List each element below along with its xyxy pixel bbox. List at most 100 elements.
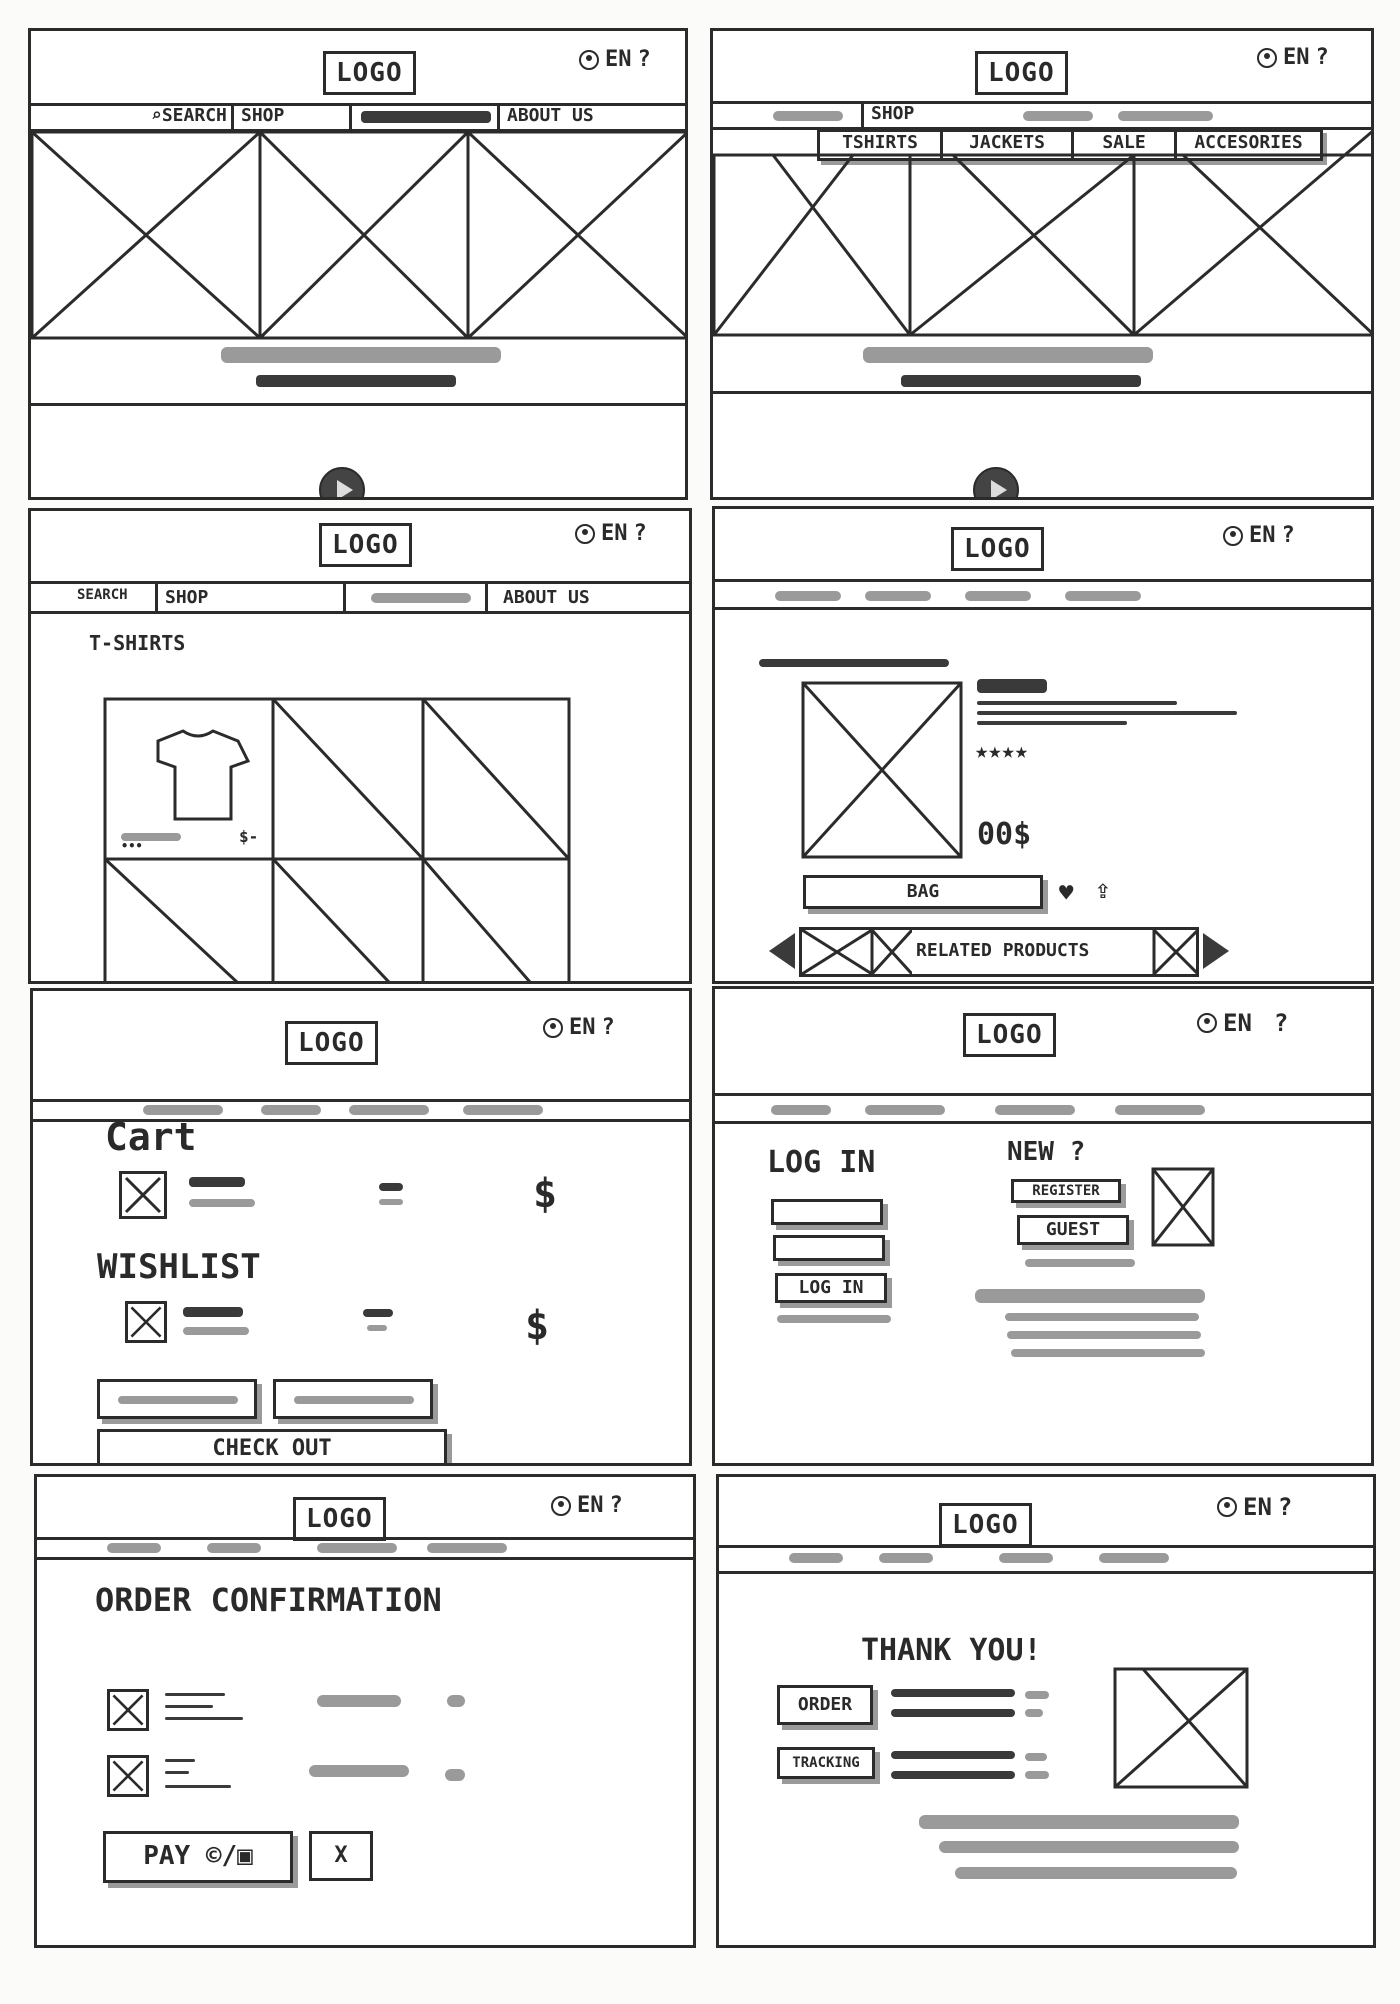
login-button[interactable]: LOG IN <box>775 1273 887 1303</box>
help-link[interactable]: ? <box>637 47 651 72</box>
user-icon[interactable] <box>1223 525 1243 546</box>
logo[interactable]: LOGO <box>319 523 412 567</box>
nav-item-placeholder[interactable] <box>1115 1105 1205 1115</box>
user-icon[interactable] <box>1217 1497 1237 1517</box>
nav-item-placeholder[interactable] <box>261 1105 321 1115</box>
user-icon[interactable] <box>575 523 595 544</box>
submenu-accesories[interactable]: ACCESORIES <box>1194 132 1303 153</box>
register-button[interactable]: REGISTER <box>1011 1179 1121 1203</box>
language-switch[interactable]: EN <box>1249 523 1276 548</box>
user-icon[interactable] <box>579 49 599 70</box>
nav-scribbled-item[interactable] <box>361 111 491 123</box>
language-switch[interactable]: EN <box>1223 1009 1252 1037</box>
help-link[interactable]: ? <box>1273 1009 1289 1037</box>
nav-item-placeholder[interactable] <box>371 593 471 603</box>
nav-item-placeholder[interactable] <box>107 1543 161 1553</box>
nav-item-placeholder[interactable] <box>865 591 931 601</box>
logo[interactable]: LOGO <box>975 51 1068 95</box>
nav-about-us[interactable]: ABOUT US <box>503 587 590 608</box>
cart-action-button[interactable] <box>97 1379 257 1419</box>
carousel-next-button[interactable] <box>1203 933 1229 969</box>
play-button[interactable] <box>973 467 1019 497</box>
language-switch[interactable]: EN <box>605 47 632 72</box>
help-link[interactable]: ? <box>633 521 647 546</box>
logo[interactable]: LOGO <box>285 1021 378 1065</box>
help-link[interactable]: ? <box>1315 45 1329 70</box>
wireframe-product-detail: LOGO EN ? ★★★★ 00$ BAG ♥ ⇪ RELATED PRODU… <box>712 506 1374 984</box>
user-icon[interactable] <box>1197 1013 1217 1033</box>
nav-shop[interactable]: SHOP <box>241 105 285 126</box>
nav-item-placeholder[interactable] <box>349 1105 429 1115</box>
help-link[interactable]: ? <box>609 1493 623 1518</box>
user-icon[interactable] <box>543 1017 563 1038</box>
cart-action-button[interactable] <box>273 1379 433 1419</box>
nav-item-placeholder[interactable] <box>771 1105 831 1115</box>
nav-item-placeholder[interactable] <box>1065 591 1141 601</box>
nav-item-placeholder[interactable] <box>1118 111 1213 121</box>
summary-text-placeholder <box>939 1841 1239 1853</box>
language-switch[interactable]: EN <box>1283 45 1310 70</box>
help-link[interactable]: ? <box>601 1015 615 1040</box>
tracking-button[interactable]: TRACKING <box>777 1747 875 1779</box>
nav-about-us[interactable]: ABOUT US <box>507 105 594 126</box>
nav-item-placeholder[interactable] <box>865 1105 945 1115</box>
nav-item-placeholder[interactable] <box>965 591 1031 601</box>
checkout-button[interactable]: CHECK OUT <box>97 1429 447 1463</box>
heart-icon[interactable]: ♥ <box>1059 879 1074 907</box>
pay-button[interactable]: PAY ©/▣ <box>103 1831 293 1883</box>
logo[interactable]: LOGO <box>323 51 416 95</box>
logo[interactable]: LOGO <box>939 1503 1032 1547</box>
nav-item-placeholder[interactable] <box>463 1105 543 1115</box>
nav-item-placeholder[interactable] <box>775 591 841 601</box>
related-image-placeholder <box>1152 930 1198 974</box>
cancel-order-button[interactable]: X <box>309 1831 373 1881</box>
user-icon[interactable] <box>1257 47 1277 68</box>
submenu-jackets[interactable]: JACKETS <box>943 132 1074 158</box>
help-link[interactable]: ? <box>1281 523 1295 548</box>
view-order-button[interactable]: ORDER <box>777 1685 873 1725</box>
order-details-line <box>891 1709 1015 1717</box>
help-link[interactable]: ? <box>1277 1493 1293 1521</box>
submenu-tshirts[interactable]: TSHIRTS <box>820 132 943 158</box>
nav-item-placeholder[interactable] <box>317 1543 397 1553</box>
nav-search[interactable]: ⌕SEARCH <box>151 105 227 126</box>
nav-shop[interactable]: SHOP <box>165 587 209 608</box>
nav-item-placeholder[interactable] <box>427 1543 507 1553</box>
submenu-sale[interactable]: SALE <box>1074 132 1177 158</box>
nav-item-placeholder[interactable] <box>773 111 843 121</box>
language-switch[interactable]: EN <box>601 521 628 546</box>
nav-item-placeholder[interactable] <box>789 1553 843 1563</box>
breadcrumb[interactable] <box>759 659 949 667</box>
nav-item-placeholder[interactable] <box>143 1105 223 1115</box>
share-icon[interactable]: ⇪ <box>1095 875 1111 905</box>
user-icon[interactable] <box>551 1495 571 1516</box>
language-switch[interactable]: EN <box>1243 1493 1272 1521</box>
password-field[interactable] <box>773 1235 885 1261</box>
nav-item-placeholder[interactable] <box>995 1105 1075 1115</box>
logo[interactable]: LOGO <box>951 527 1044 571</box>
nav-shop[interactable]: SHOP <box>871 103 915 124</box>
carousel-prev-button[interactable] <box>769 933 795 969</box>
nav-search[interactable]: SEARCH <box>77 587 128 603</box>
wishlist-item-checkbox[interactable] <box>125 1301 167 1343</box>
nav-item-placeholder[interactable] <box>1099 1553 1169 1563</box>
logo[interactable]: LOGO <box>293 1497 386 1541</box>
nav-item-placeholder[interactable] <box>207 1543 261 1553</box>
cart-item-qty <box>379 1199 403 1205</box>
order-item-checkbox[interactable] <box>107 1755 149 1797</box>
guest-button[interactable]: GUEST <box>1017 1215 1129 1245</box>
order-item-checkbox[interactable] <box>107 1689 149 1731</box>
product-grid <box>103 697 571 981</box>
nav-item-placeholder[interactable] <box>1023 111 1093 121</box>
nav-item-placeholder[interactable] <box>999 1553 1053 1563</box>
cart-item-checkbox[interactable] <box>119 1171 167 1219</box>
nav-item-placeholder[interactable] <box>879 1553 933 1563</box>
language-switch[interactable]: EN <box>577 1493 604 1518</box>
logo[interactable]: LOGO <box>963 1013 1056 1057</box>
play-button[interactable] <box>319 467 365 497</box>
order-item-name <box>165 1705 213 1708</box>
category-heading: T-SHIRTS <box>89 631 186 655</box>
add-to-bag-button[interactable]: BAG <box>803 875 1043 909</box>
username-field[interactable] <box>771 1199 883 1225</box>
language-switch[interactable]: EN <box>569 1015 596 1040</box>
